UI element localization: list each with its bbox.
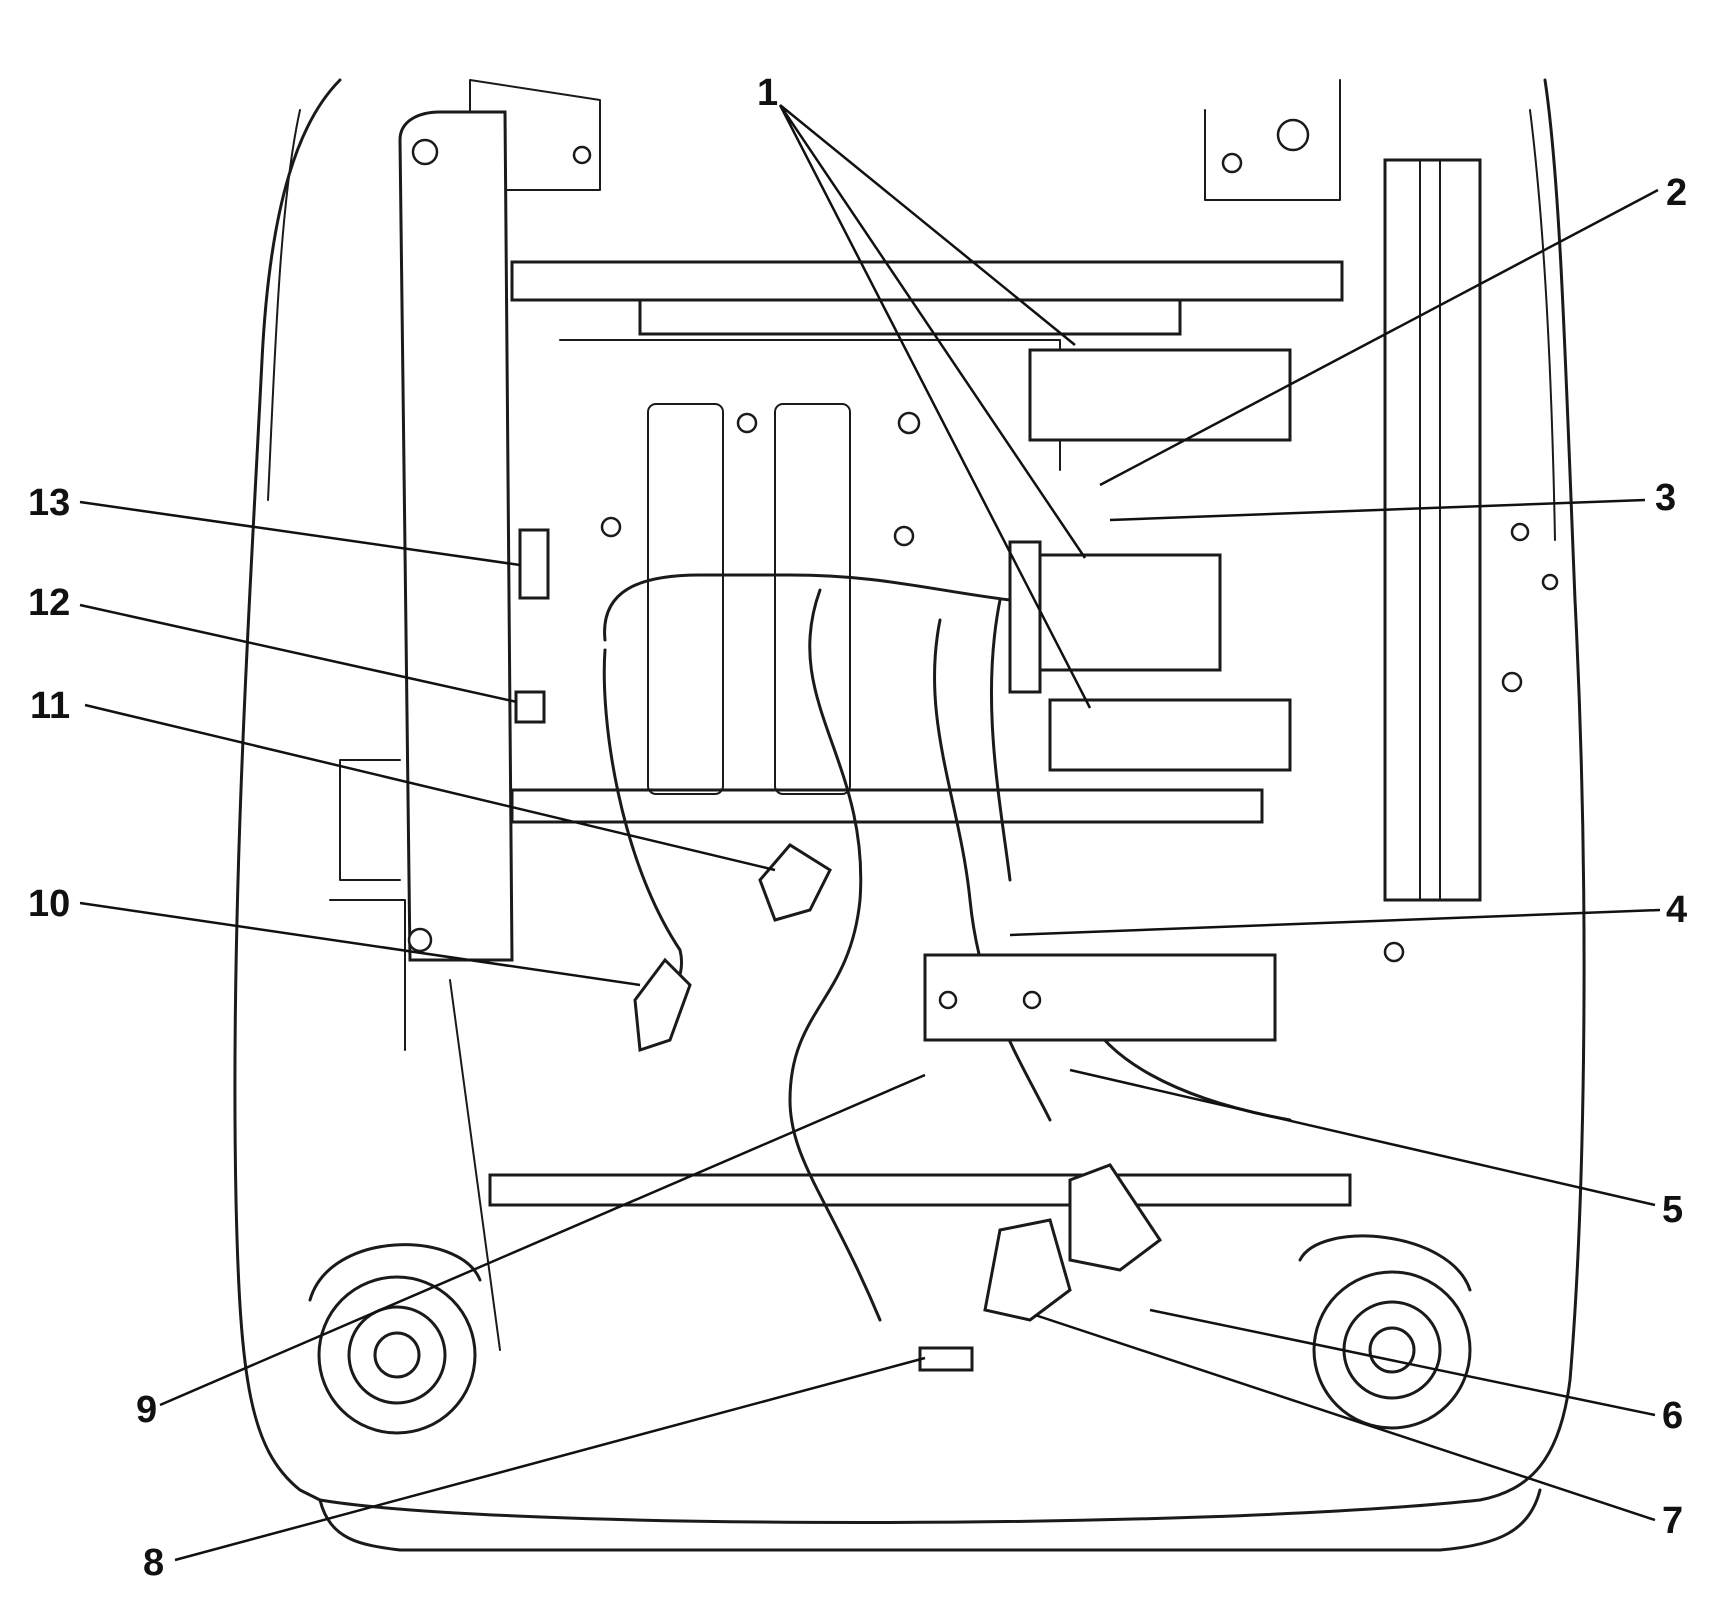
leader-lines [79, 104, 1661, 1562]
leader-10 [79, 901, 641, 987]
callout-5: 5 [1662, 1189, 1683, 1231]
connector-10 [633, 957, 692, 1053]
leader-4 [1009, 908, 1661, 937]
callout-labels: 1 2 3 4 5 6 7 8 9 10 11 12 13 [28, 72, 1687, 1584]
leader-3 [1109, 498, 1646, 522]
callout-1: 1 [757, 72, 778, 114]
leader-13 [79, 500, 521, 567]
connector-bracket-4 [923, 953, 1277, 1042]
leader-6 [1149, 1308, 1656, 1417]
right-seat-rail [1383, 158, 1523, 963]
connector-6 [1068, 1163, 1163, 1272]
seat-adjuster-motors [1008, 348, 1292, 772]
connector-12 [514, 690, 546, 724]
connector-11 [758, 843, 832, 922]
connectors [514, 528, 1277, 1372]
callout-13: 13 [28, 482, 70, 524]
callout-7: 7 [1662, 1500, 1683, 1542]
leader-5 [1069, 1068, 1656, 1207]
callout-8: 8 [143, 1542, 164, 1584]
connector-13 [518, 528, 550, 600]
leader-11 [84, 703, 776, 872]
left-seat-rail [329, 110, 514, 1351]
wire-harness [602, 573, 1292, 1322]
callout-11: 11 [30, 685, 70, 727]
callout-2: 2 [1666, 172, 1687, 214]
leader-8 [174, 1356, 926, 1562]
leader-1 [778, 104, 1092, 709]
leader-7 [1034, 1313, 1656, 1522]
leader-9 [159, 1073, 926, 1407]
connector-7 [983, 1218, 1072, 1322]
leader-2 [1099, 188, 1659, 487]
callout-4: 4 [1666, 889, 1687, 931]
callout-12: 12 [28, 582, 70, 624]
leader-12 [79, 603, 518, 704]
callout-9: 9 [136, 1389, 157, 1431]
connector-8 [918, 1346, 974, 1372]
callout-10: 10 [28, 883, 70, 925]
callout-3: 3 [1655, 477, 1676, 519]
callout-6: 6 [1662, 1395, 1683, 1437]
seat-frame [233, 78, 1586, 1552]
